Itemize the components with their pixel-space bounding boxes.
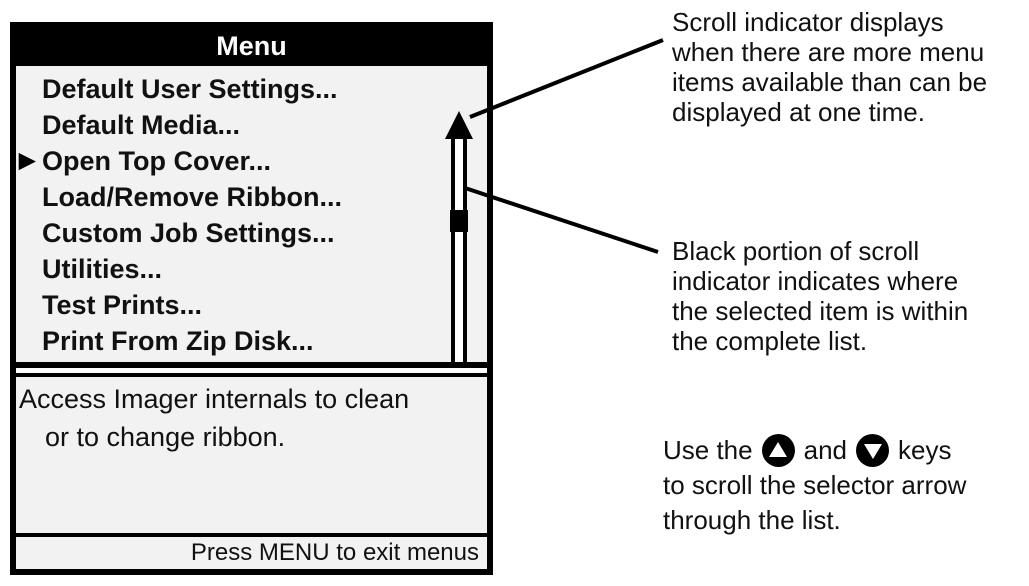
- status-bar-text: Press MENU to exit menus: [190, 539, 479, 566]
- annotation-line: to scroll the selector arrow: [663, 470, 967, 500]
- annotation-black-portion: Black portion of scroll indicator indica…: [672, 236, 968, 356]
- menu-item-label: Default Media...: [42, 109, 241, 140]
- annotation-text: and: [803, 435, 847, 465]
- annotation-scroll-indicator: Scroll indicator displays when there are…: [672, 7, 987, 127]
- annotation-line: displayed at one time.: [672, 97, 925, 127]
- annotation-line: when there are more menu: [672, 37, 985, 67]
- menu-item-label: Custom Job Settings...: [42, 217, 335, 248]
- selector-arrow-icon: ▶: [19, 149, 36, 172]
- annotation-line: Black portion of scroll: [672, 236, 920, 266]
- separator-line: [16, 373, 487, 377]
- annotation-text: keys: [898, 435, 952, 465]
- menu-item-label: Utilities...: [42, 253, 163, 284]
- annotation-line: indicator indicates where: [672, 266, 959, 296]
- menu-list: Default User Settings... Default Media..…: [16, 66, 487, 401]
- separator-line: [16, 362, 487, 368]
- annotation-line: through the list.: [663, 505, 841, 535]
- down-arrow-key-icon: [856, 434, 889, 467]
- item-help-text: Access Imager internals to clean or to c…: [16, 377, 487, 533]
- up-arrow-key-icon: [761, 434, 795, 467]
- annotation-scroll-keys: Use the and keys to scroll the selector …: [663, 433, 966, 538]
- help-text-line: Access Imager internals to clean: [19, 384, 410, 414]
- scroll-indicator: [445, 111, 473, 401]
- menu-item-open-top-cover[interactable]: ▶ Open Top Cover...: [16, 143, 487, 179]
- menu-item-test-prints[interactable]: Test Prints...: [16, 287, 487, 323]
- up-triangle: [769, 442, 788, 457]
- annotation-line: Use the and keys: [663, 433, 966, 468]
- scroll-up-arrow-icon: [445, 111, 473, 139]
- menu-item-custom-job-settings[interactable]: Custom Job Settings...: [16, 215, 487, 251]
- annotation-line: items available than can be: [672, 67, 988, 97]
- callout-line-black-portion: [464, 186, 659, 254]
- scroll-position-block: [450, 210, 468, 232]
- separator-line: [16, 533, 487, 537]
- menu-item-utilities[interactable]: Utilities...: [16, 251, 487, 287]
- menu-item-label: Load/Remove Ribbon...: [42, 181, 343, 212]
- down-triangle: [863, 444, 882, 459]
- annotation-line: the selected item is within: [672, 296, 969, 326]
- menu-item-label: Default User Settings...: [42, 73, 338, 104]
- menu-item-default-user-settings[interactable]: Default User Settings...: [16, 71, 487, 107]
- menu-item-print-from-zip-disk[interactable]: Print From Zip Disk...: [16, 323, 487, 359]
- menu-item-label: Print From Zip Disk...: [42, 325, 314, 356]
- menu-item-label: Test Prints...: [42, 289, 203, 320]
- annotation-line: Scroll indicator displays: [672, 7, 944, 37]
- status-bar: Press MENU to exit menus: [16, 537, 487, 569]
- menu-item-default-media[interactable]: Default Media...: [16, 107, 487, 143]
- menu-title: Menu: [216, 31, 287, 61]
- menu-item-label: Open Top Cover...: [42, 145, 272, 176]
- menu-title-bar: Menu: [16, 28, 487, 66]
- menu-item-load-remove-ribbon[interactable]: Load/Remove Ribbon...: [16, 179, 487, 215]
- annotation-line: the complete list.: [672, 326, 868, 356]
- help-text-line: or to change ribbon.: [45, 422, 286, 452]
- annotation-text: Use the: [663, 435, 753, 465]
- callout-line-scroll-indicator: [469, 38, 664, 119]
- imager-menu-screen: Menu Default User Settings... Default Me…: [10, 22, 493, 575]
- scroll-track: [451, 135, 467, 371]
- separator-gap: [16, 368, 487, 373]
